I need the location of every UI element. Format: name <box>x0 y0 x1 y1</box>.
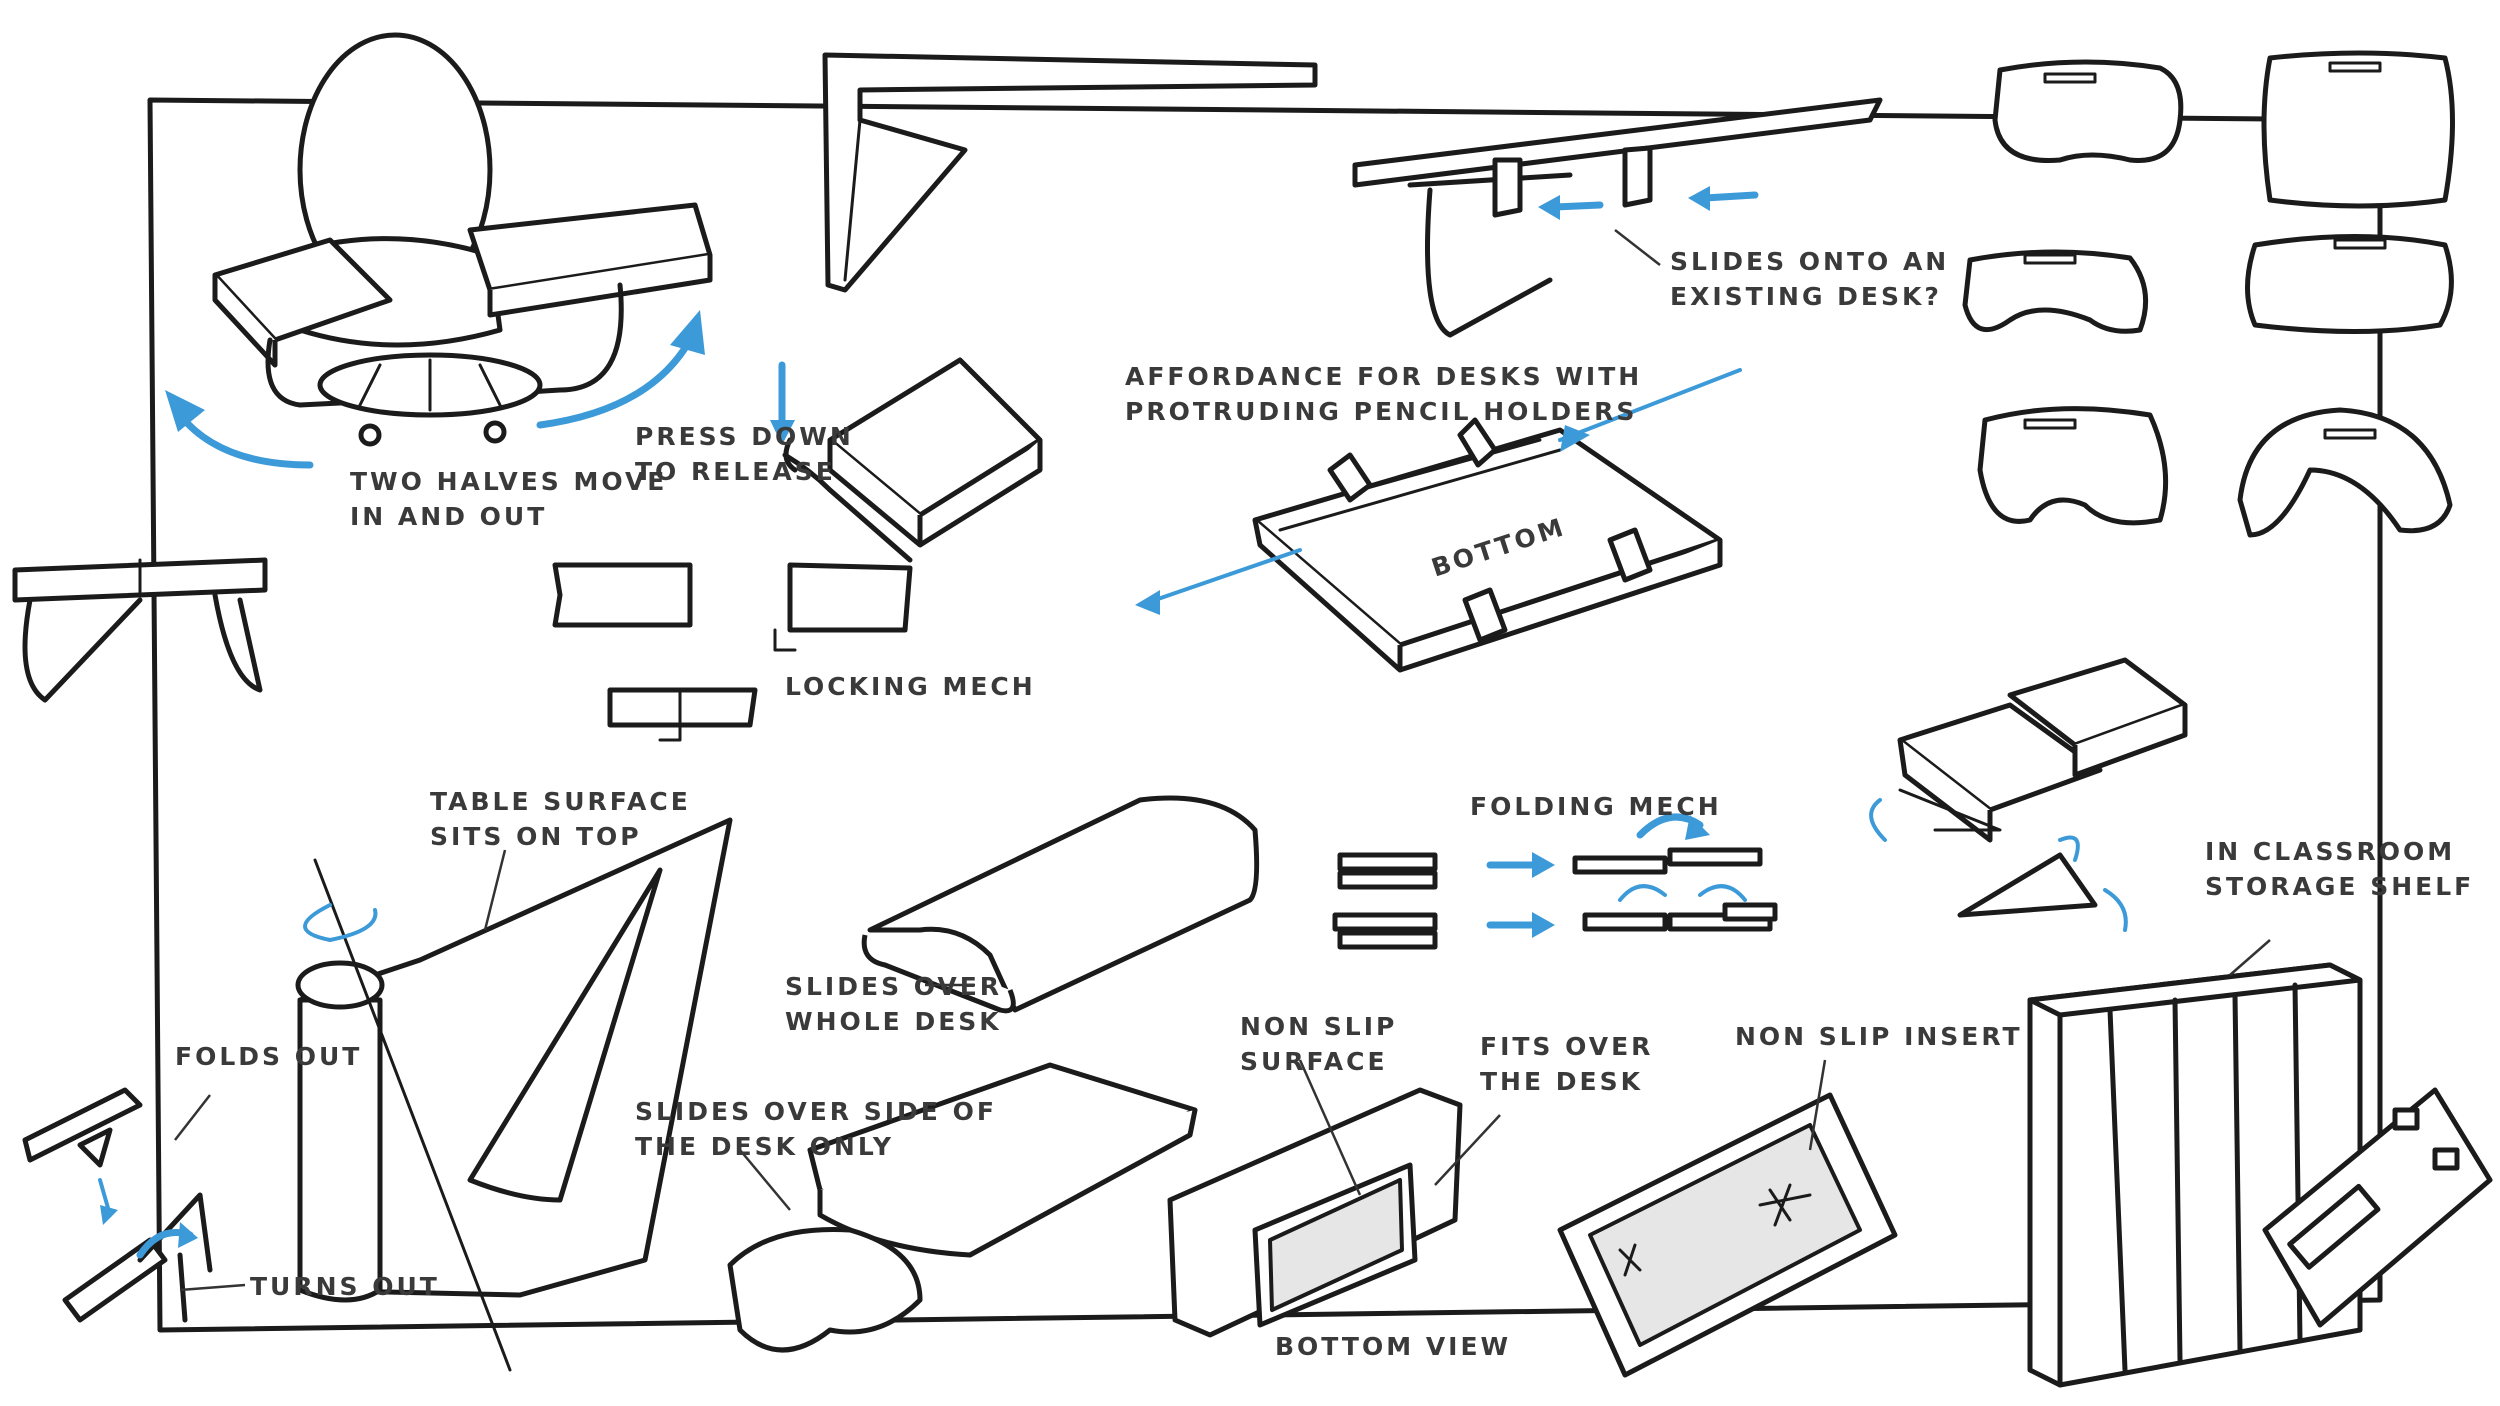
label-affordance: AFFORDANCE FOR DESKS WITH PROTRUDING PEN… <box>1125 362 1642 426</box>
chair-arrow-left <box>176 411 314 469</box>
label-folds-out: FOLDS OUT <box>175 1042 362 1071</box>
svg-text:SLIDES ONTO AN: SLIDES ONTO AN <box>1670 247 1949 276</box>
label-fits-over: FITS OVER THE DESK <box>1480 1032 1653 1096</box>
non-slip-insert-sketch <box>1557 1092 1898 1378</box>
label-bottom-view: BOTTOM VIEW <box>1275 1332 1511 1361</box>
svg-text:SLIDES OVER: SLIDES OVER <box>785 972 1002 1001</box>
label-in-classroom: IN CLASSROOM STORAGE SHELF <box>2205 837 2474 901</box>
slide-arrow-2 <box>1701 191 1759 202</box>
non-slip-board-sketch <box>1167 1087 1463 1338</box>
svg-text:TABLE SURFACE: TABLE SURFACE <box>430 787 691 816</box>
svg-text:TO RELEASE: TO RELEASE <box>635 457 836 486</box>
label-turns-out: TURNS OUT <box>250 1272 440 1301</box>
svg-text:IN AND OUT: IN AND OUT <box>350 502 547 531</box>
svg-text:TWO HALVES MOVE: TWO HALVES MOVE <box>350 467 667 496</box>
svg-text:NON SLIP: NON SLIP <box>1240 1012 1397 1041</box>
svg-text:PROTRUDING PENCIL HOLDERS: PROTRUDING PENCIL HOLDERS <box>1125 397 1637 426</box>
label-non-slip-surface: NON SLIP SURFACE <box>1240 1012 1397 1076</box>
svg-text:EXISTING DESK?: EXISTING DESK? <box>1670 282 1942 311</box>
latch-sketch <box>782 357 1043 563</box>
svg-text:FITS OVER: FITS OVER <box>1480 1032 1653 1061</box>
label-slides-over-whole: SLIDES OVER WHOLE DESK <box>785 972 1002 1036</box>
svg-text:AFFORDANCE FOR DESKS WITH: AFFORDANCE FOR DESKS WITH <box>1125 362 1642 391</box>
svg-text:SURFACE: SURFACE <box>1240 1047 1388 1076</box>
svg-text:IN CLASSROOM: IN CLASSROOM <box>2205 837 2455 866</box>
label-press-down: PRESS DOWN TO RELEASE <box>635 422 854 486</box>
svg-text:SLIDES OVER SIDE OF: SLIDES OVER SIDE OF <box>635 1097 997 1126</box>
slide-arrow-1 <box>1551 201 1604 211</box>
label-folding-mech: FOLDING MECH <box>1470 792 1722 821</box>
table-leg-sketch <box>295 817 733 1372</box>
label-slides-over-side: SLIDES OVER SIDE OF THE DESK ONLY <box>635 1097 997 1161</box>
label-table-surface: TABLE SURFACE SITS ON TOP <box>430 787 691 851</box>
bracket-sketch <box>822 52 1318 293</box>
storage-shelf-sketch <box>2027 962 2493 1388</box>
svg-text:SITS ON TOP: SITS ON TOP <box>430 822 642 851</box>
side-leg-sketch <box>12 557 268 703</box>
svg-text:STORAGE SHELF: STORAGE SHELF <box>2205 872 2474 901</box>
folding-mech-sketch <box>1332 847 1778 950</box>
label-slides-onto: SLIDES ONTO AN EXISTING DESK? <box>1670 247 1949 311</box>
svg-text:THE DESK: THE DESK <box>1480 1067 1643 1096</box>
side-cover-sketch <box>727 1062 1198 1353</box>
fold-out-sketch <box>22 1087 213 1323</box>
label-locking-mech: LOCKING MECH <box>785 672 1036 701</box>
svg-text:THE DESK ONLY: THE DESK ONLY <box>635 1132 894 1161</box>
pencil-holder-desk-sketch <box>1252 417 1723 673</box>
chair-arrow-right <box>536 336 694 429</box>
whole-desk-cover-sketch <box>861 795 1260 1014</box>
locking-mech-sketch <box>552 562 913 742</box>
label-non-slip-insert: NON SLIP INSERT <box>1735 1022 2023 1051</box>
rotate-arrow <box>303 903 378 942</box>
label-two-halves: TWO HALVES MOVE IN AND OUT <box>350 467 667 531</box>
chair-sketch <box>212 32 713 447</box>
svg-text:WHOLE DESK: WHOLE DESK <box>785 1007 1002 1036</box>
desktop-shapes <box>1962 50 2455 538</box>
pencil-arrow-out <box>1153 368 1742 602</box>
folding-tray-sketch <box>1897 657 2188 918</box>
slide-on-desk-sketch <box>1352 97 1883 338</box>
background-frame <box>147 97 2383 1333</box>
svg-text:PRESS DOWN: PRESS DOWN <box>635 422 854 451</box>
